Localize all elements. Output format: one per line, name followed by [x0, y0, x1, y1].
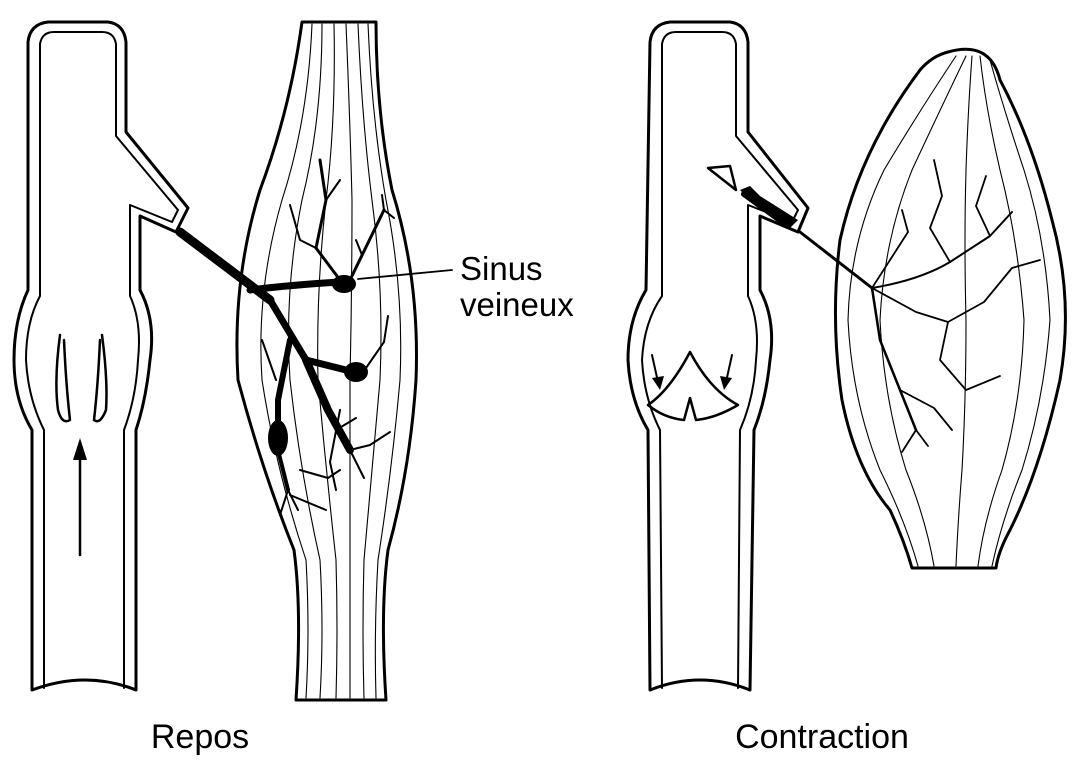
- muscle-contraction-fibers: [848, 56, 1050, 566]
- muscle-rest-outline: [237, 22, 417, 700]
- vein-rest-inner-wall: [40, 32, 178, 688]
- valve-leaflet-left-open: [56, 335, 70, 421]
- flow-arrow-up-head: [73, 438, 87, 460]
- valve-leaflet-right-open: [94, 335, 107, 421]
- panel-rest: Sinus veineux Repos: [14, 22, 574, 756]
- caption-contraction: Contraction: [735, 718, 909, 756]
- venules-rest: [180, 160, 394, 515]
- expulsion-arrow-head: [708, 166, 736, 190]
- sinus-pointer-line: [358, 270, 452, 279]
- sinus-label-line2: veineux: [460, 286, 574, 323]
- panel-contraction: Contraction: [628, 22, 1065, 756]
- muscle-contraction-outline: [835, 49, 1065, 568]
- sinus-label-line1: Sinus: [460, 250, 543, 287]
- vein-contraction-outer-wall: [628, 22, 808, 690]
- caption-rest: Repos: [151, 718, 249, 756]
